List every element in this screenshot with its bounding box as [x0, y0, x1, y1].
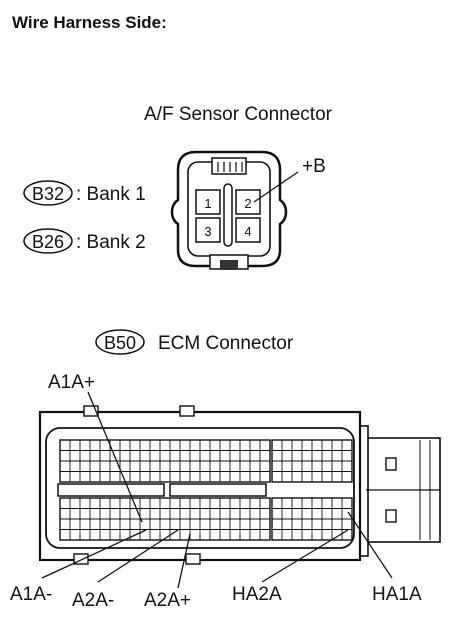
sensor-connector-caption: A/F Sensor Connector — [144, 104, 333, 125]
code-badge — [95, 329, 145, 355]
connector-code-bank2: B26 : Bank 2 — [23, 228, 146, 254]
ecm-pin-grid-upper-left — [59, 439, 271, 483]
code-b26: B26 — [32, 232, 64, 252]
leader-a1a-minus — [41, 529, 147, 579]
pin-label-ha2a: HA2A — [232, 584, 282, 605]
leader-ha1a — [347, 511, 393, 579]
bank2-label: : Bank 2 — [76, 232, 146, 253]
ecm-pin-grid-lower-right — [271, 497, 353, 541]
pin-label-a1a-minus: A1A- — [10, 584, 52, 605]
leader-a2a-minus — [97, 529, 179, 583]
pin-label-a1a-plus: A1A+ — [48, 372, 95, 393]
code-b50: B50 — [104, 333, 136, 353]
af-sensor-connector: 1 2 3 4 — [170, 150, 288, 270]
leader-ha2a — [261, 529, 349, 583]
pin-label-a2a-plus: A2A+ — [144, 590, 191, 611]
pin-leader-lines — [41, 391, 393, 589]
code-badge — [23, 228, 73, 254]
positive-leader-line — [253, 171, 299, 203]
pin-2: 2 — [244, 196, 251, 211]
ecm-pin-grid-upper-right — [271, 439, 353, 483]
ecm-pin-grid-lower-left — [59, 497, 271, 541]
pin-1: 1 — [204, 196, 211, 211]
diagram-title: Wire Harness Side: — [12, 13, 167, 32]
ecm-connector-caption-group: B50 ECM Connector — [95, 329, 294, 355]
code-badge — [23, 180, 73, 206]
connector-code-bank1: B32 : Bank 1 — [23, 180, 146, 206]
leader-a2a-plus — [177, 533, 191, 589]
pin-4: 4 — [244, 224, 251, 239]
leader-a1a-plus — [87, 391, 143, 523]
ecm-connector — [38, 405, 441, 565]
pin-label-a2a-minus: A2A- — [72, 590, 114, 611]
code-b32: B32 — [32, 184, 64, 204]
bank1-label: : Bank 1 — [76, 184, 146, 205]
pin-3: 3 — [204, 224, 211, 239]
pin-label-ha1a: HA1A — [372, 584, 422, 605]
ecm-connector-caption: ECM Connector — [158, 333, 294, 354]
positive-terminal-label: +B — [302, 156, 326, 177]
